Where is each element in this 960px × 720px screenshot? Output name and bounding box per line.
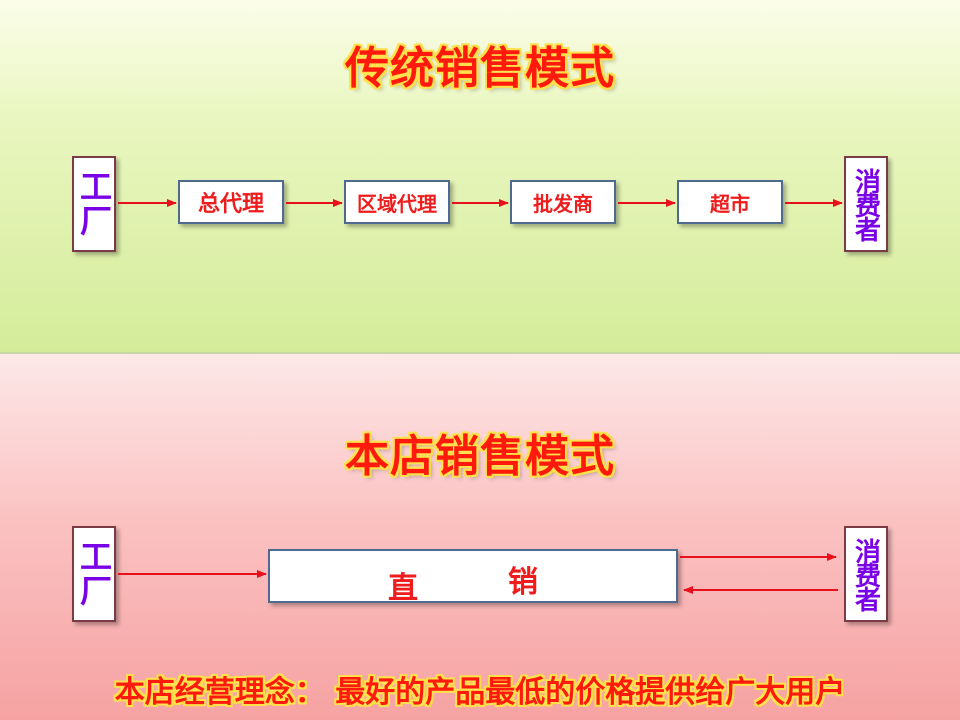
business-philosophy-slogan: 本店经营理念： 最好的产品最低的价格提供给广大用户 xyxy=(114,675,846,710)
traditional-factory-box: 工厂 xyxy=(72,156,116,252)
step-supermarket: 超市 xyxy=(677,180,783,224)
direct-char-xiao: 销 xyxy=(508,565,538,600)
store-factory-box: 工厂 xyxy=(72,526,116,622)
step-regional-agent: 区域代理 xyxy=(344,180,450,224)
store-consumer-box: 消费者 xyxy=(844,526,888,622)
store-title: 本店销售模式 xyxy=(345,431,615,482)
step-wholesaler: 批发商 xyxy=(510,180,616,224)
traditional-consumer-box: 消费者 xyxy=(844,156,888,252)
direct-sales-box: 直 销 xyxy=(268,549,678,606)
traditional-model-panel xyxy=(0,0,960,354)
direct-char-zhi: 直 xyxy=(388,571,418,606)
step-general-agent: 总代理 xyxy=(178,180,284,224)
store-model-panel xyxy=(0,354,960,720)
traditional-title: 传统销售模式 xyxy=(345,43,615,94)
